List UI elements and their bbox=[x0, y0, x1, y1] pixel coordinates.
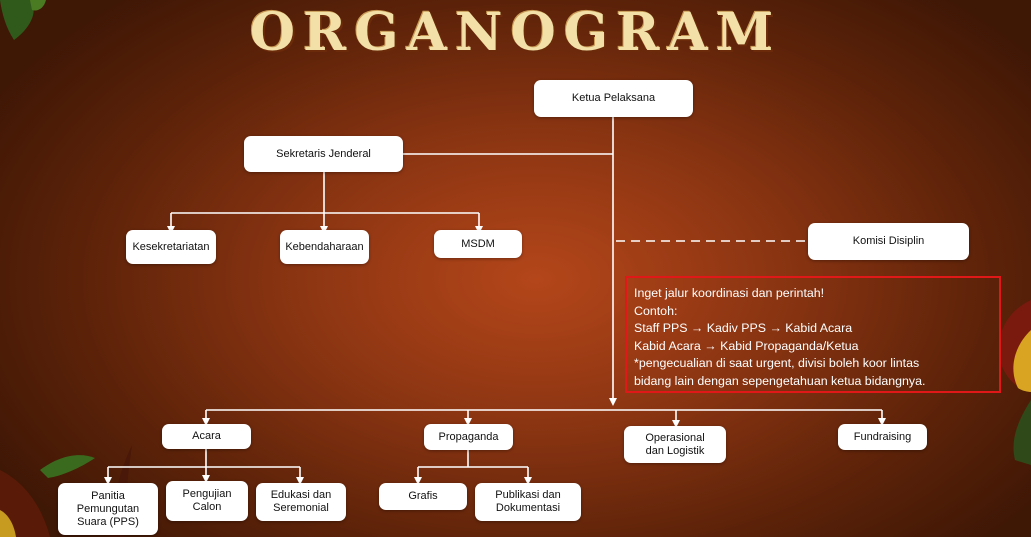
node-publikasi-dokumentasi: Publikasi dan Dokumentasi bbox=[475, 483, 581, 521]
node-label-line2: Pemungutan bbox=[76, 502, 140, 515]
node-label-line2: Calon bbox=[192, 501, 222, 513]
node-ketua-pelaksana: Ketua Pelaksana bbox=[534, 80, 693, 117]
node-operasional-logistik: Operasional dan Logistik bbox=[624, 426, 726, 463]
node-label: MSDM bbox=[461, 237, 495, 250]
coordination-note: Inget jalur koordinasi dan perintah! Con… bbox=[625, 276, 1001, 393]
note-line: *pengecualian di saat urgent, divisi bol… bbox=[634, 356, 920, 371]
node-label: Propaganda bbox=[438, 430, 499, 443]
node-label: Komisi Disiplin bbox=[852, 235, 925, 247]
node-kebendaharaan: Kebendaharaan bbox=[280, 230, 369, 264]
node-label-line1: Publikasi dan bbox=[495, 489, 561, 501]
leaf-bottom-left bbox=[0, 470, 50, 537]
node-fundraising: Fundraising bbox=[838, 424, 927, 450]
node-panitia-pemungutan-suara: Panitia Pemungutan Suara (PPS) bbox=[58, 483, 158, 535]
page-title: ORGANOGRAM bbox=[249, 2, 782, 63]
leaf-right-yellow bbox=[1013, 330, 1031, 392]
node-label: Grafis bbox=[408, 490, 438, 502]
node-pengujian-calon: Pengujian Calon bbox=[166, 481, 248, 521]
node-label-line2: Seremonial bbox=[273, 502, 329, 514]
note-line: Contoh: bbox=[634, 303, 678, 318]
node-grafis: Grafis bbox=[379, 483, 467, 510]
node-propaganda: Propaganda bbox=[424, 424, 513, 450]
node-label-line2: dan Logistik bbox=[645, 444, 705, 457]
node-label-line1: Panitia bbox=[91, 489, 125, 502]
leaf-bottom-left-green bbox=[40, 455, 95, 478]
node-komisi-disiplin: Komisi Disiplin bbox=[808, 223, 969, 260]
note-line: Staff PPS → Kadiv PPS → Kabid Acara bbox=[634, 321, 853, 336]
node-edukasi-seremonial: Edukasi dan Seremonial bbox=[256, 483, 346, 521]
node-msdm: MSDM bbox=[434, 230, 522, 258]
node-label: Fundraising bbox=[853, 430, 912, 443]
node-kesekretariatan: Kesekretariatan bbox=[126, 230, 216, 264]
node-label: Kesekretariatan bbox=[132, 240, 210, 253]
node-label-line1: Edukasi dan bbox=[270, 489, 332, 501]
node-label-line1: Pengujian bbox=[182, 488, 232, 500]
note-line: bidang lain dengan sepengetahuan ketua b… bbox=[634, 373, 926, 388]
note-line: Inget jalur koordinasi dan perintah! bbox=[634, 286, 825, 300]
leaf-right-dark bbox=[1013, 400, 1031, 465]
node-label-line3: Suara (PPS) bbox=[77, 515, 139, 528]
leaf-top-left bbox=[0, 0, 34, 40]
leaf-top-left-small bbox=[30, 0, 46, 11]
leaf-bottom-left-yellow bbox=[0, 510, 16, 537]
node-sekretaris-jenderal: Sekretaris Jenderal bbox=[244, 136, 403, 172]
note-line: Kabid Acara → Kabid Propaganda/Ketua bbox=[634, 338, 859, 353]
node-label: Sekretaris Jenderal bbox=[276, 147, 371, 160]
node-acara: Acara bbox=[162, 424, 251, 449]
node-label: Kebendaharaan bbox=[285, 240, 364, 253]
node-label: Acara bbox=[192, 430, 221, 442]
node-label-line1: Operasional bbox=[645, 431, 705, 444]
node-label: Ketua Pelaksana bbox=[571, 92, 656, 104]
node-label-line2: Dokumentasi bbox=[495, 502, 561, 514]
